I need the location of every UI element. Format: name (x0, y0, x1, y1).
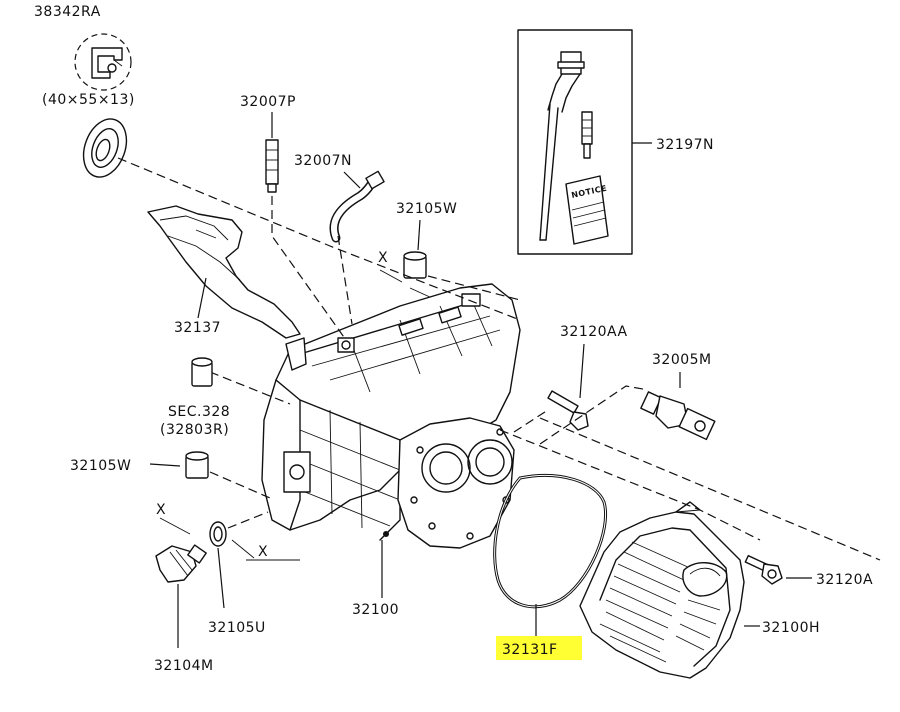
x-mark-right: X (258, 544, 268, 560)
dipstick[interactable] (539, 51, 585, 241)
label-32007P: 32007P (240, 94, 296, 110)
x-mark-top: X (378, 250, 388, 266)
seal-32105U[interactable] (209, 521, 227, 547)
speedometer-pinion-32104M[interactable] (155, 544, 207, 583)
breather-hose-32007N[interactable] (329, 170, 385, 243)
label-32007N: 32007N (294, 153, 352, 169)
label-32105U: 32105U (208, 620, 266, 636)
bushing-32105W-left[interactable] (185, 451, 209, 479)
transmission-case-32100[interactable] (261, 283, 521, 549)
label-38342RA: 38342RA (34, 4, 101, 20)
notice-tag: NOTICE (565, 175, 609, 245)
baffle-plate-32137[interactable] (147, 205, 301, 339)
rear-cover-32100H[interactable] (579, 501, 745, 679)
label-sec328-ref: (32803R) (160, 422, 229, 438)
seal-cross-section-detail (74, 33, 132, 91)
dipstick-inset: NOTICE (517, 29, 652, 255)
label-32137: 32137 (174, 320, 221, 336)
sleeve-sec328[interactable] (191, 357, 213, 387)
bolt-32120A[interactable] (744, 554, 783, 585)
switch-32005M[interactable] (640, 391, 716, 441)
label-32100: 32100 (352, 602, 399, 618)
gasket-32131F[interactable] (493, 474, 607, 609)
cover-ribs (599, 541, 721, 663)
label-32105W-left: 32105W (70, 458, 131, 474)
highlight-32131F (496, 636, 582, 660)
breather-plug-32007P[interactable] (265, 139, 279, 193)
label-32131F: 32131F (502, 642, 558, 658)
bolt-32120AA[interactable] (547, 390, 589, 431)
label-32005M: 32005M (652, 352, 712, 368)
bushing-32105W-top[interactable] (403, 251, 427, 279)
inset-frame (517, 29, 633, 255)
label-32104M: 32104M (154, 658, 214, 674)
label-32105W-top: 32105W (396, 201, 457, 217)
oil-seal-38342RA[interactable] (76, 113, 134, 183)
x-mark-left: X (156, 502, 166, 518)
dipstick-tube-fitting[interactable] (581, 111, 593, 159)
label-32120AA: 32120AA (560, 324, 628, 340)
label-32197N: 32197N (656, 137, 714, 153)
label-seal-size: (40×55×13) (42, 92, 135, 108)
label-sec328: SEC.328 (168, 404, 230, 420)
label-32100H: 32100H (762, 620, 820, 636)
label-32120A: 32120A (816, 572, 873, 588)
